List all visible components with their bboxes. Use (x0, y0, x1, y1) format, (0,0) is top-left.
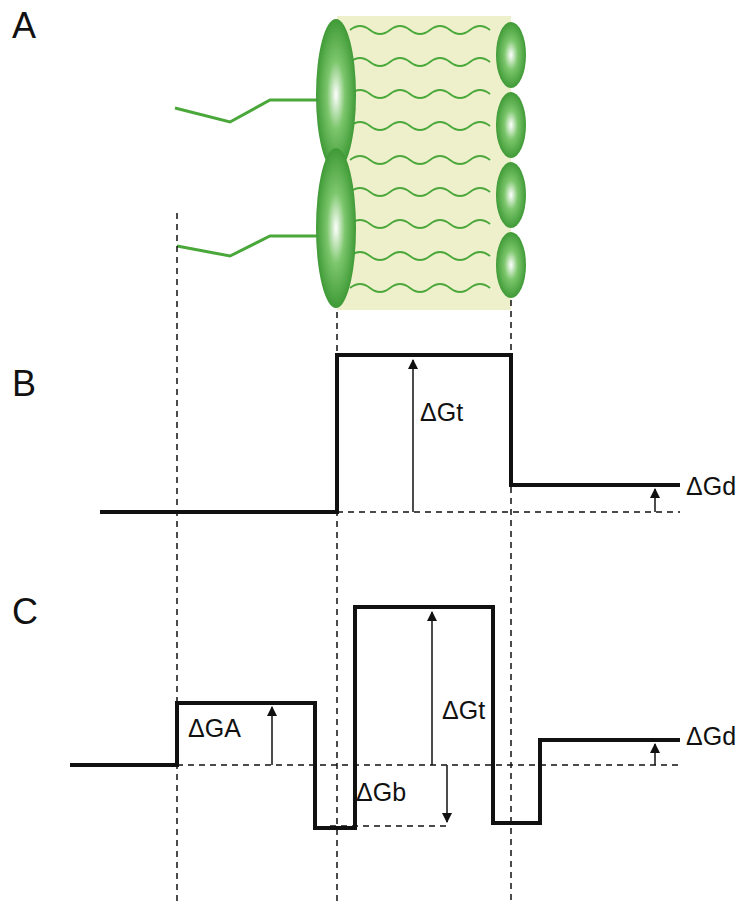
energy-label: ΔGd (686, 724, 736, 749)
energy-label: ΔGd (686, 474, 736, 499)
profile-b (100, 355, 680, 512)
panel-letter: A (12, 8, 36, 44)
energy-label: ΔGt (442, 698, 485, 723)
anchor-chains (175, 100, 320, 256)
energy-label: ΔGt (420, 400, 463, 425)
energy-label: ΔGA (188, 716, 241, 741)
lipid-heads (316, 19, 526, 308)
panel-letter: C (12, 594, 38, 630)
energy-label: ΔGb (356, 780, 406, 805)
membrane-slab (337, 16, 511, 310)
lipid-tails (350, 26, 490, 292)
guide-lines (177, 213, 511, 905)
panel-letter: B (12, 366, 36, 402)
profile-c (70, 607, 680, 828)
